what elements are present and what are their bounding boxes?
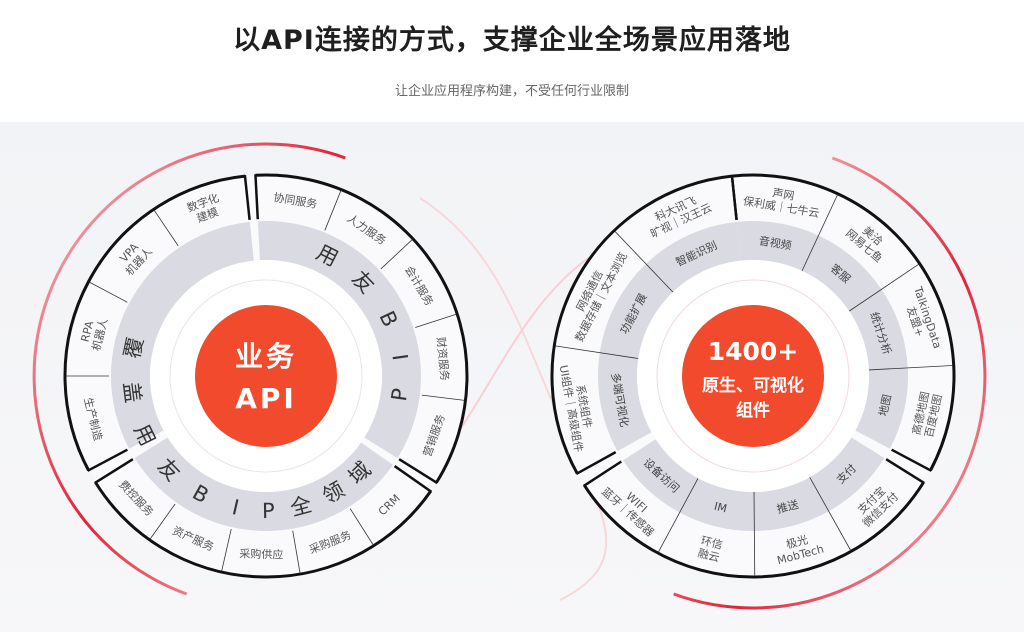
band-segment [257, 221, 421, 459]
group-border [731, 173, 956, 472]
group-edge [575, 451, 617, 476]
band-segment [598, 221, 741, 452]
group-edge [730, 174, 738, 220]
right-wheel: 声网保利威｜七牛云音视频美洽网易七鱼客服TalkingData友盟+统计分析高德… [550, 173, 956, 579]
band-label: IM [713, 500, 728, 516]
band-title-char: I [387, 352, 412, 361]
band-segment [736, 221, 908, 449]
outer-cell-text: 声网 [771, 185, 795, 202]
group-border [255, 173, 469, 484]
group-edge [243, 174, 251, 220]
group-border [550, 174, 733, 475]
outer-cell-text: 极光 [785, 532, 810, 551]
outer-cell-text: 环信 [700, 534, 724, 552]
page-subtitle: 让企业应用程序构建，不受任何行业限制 [394, 84, 629, 99]
center-text: 原生、可视化 [702, 375, 804, 396]
group-edge [398, 458, 438, 485]
cell-divider [801, 194, 838, 272]
cell-divider [657, 477, 699, 553]
cell-divider [614, 231, 674, 293]
group-border [583, 481, 925, 579]
center-circle [195, 305, 337, 447]
group-edge [393, 465, 433, 493]
thin-ring [169, 279, 363, 473]
cell-divider [848, 263, 920, 312]
band-segment [134, 437, 393, 531]
center-text: 业务 [235, 340, 297, 373]
header: 以API连接的方式，支撑企业全场景应用落地 让企业应用程序构建，不受任何行业限制 [0, 0, 1024, 122]
right-curve [673, 156, 987, 610]
band-label: 推送 [775, 497, 800, 516]
group-border [63, 174, 246, 472]
band-segment [111, 221, 254, 449]
cell-divider [809, 477, 852, 551]
cell-divider [380, 239, 413, 270]
band-label-text: 地图 [877, 393, 894, 417]
band-segment [623, 437, 885, 531]
group-edge [254, 174, 260, 220]
group-edge [87, 448, 128, 472]
group-edge [891, 448, 932, 472]
cell-divider [292, 530, 301, 574]
left-wheel: 协同服务人力服务会计服务财资服务营销服务CRM采购服务采购供应资产服务费控服务生… [63, 173, 469, 579]
slogan-char: I [230, 495, 241, 520]
cell-divider [89, 281, 128, 303]
slogan-char: 覆 [120, 335, 148, 361]
cell-divider [555, 345, 639, 359]
outer-cell-text: 财资服务 [434, 336, 452, 381]
center-count: 1400+ [708, 337, 799, 366]
cell-divider [221, 529, 232, 572]
cell-divider [349, 508, 374, 546]
center-text: 组件 [736, 400, 770, 421]
cell-divider [753, 491, 756, 576]
thin-ring [656, 279, 850, 473]
band-label: 音视频 [758, 233, 793, 252]
slogan-char: P [262, 499, 275, 523]
cell-divider [153, 209, 179, 247]
group-edge [885, 458, 925, 485]
cell-divider [149, 503, 176, 540]
outer-cell: 采购供应 [239, 546, 283, 561]
cell-divider [421, 394, 465, 401]
outer-cell-text: 采购供应 [239, 546, 283, 561]
group-border [94, 481, 432, 579]
center-circle [682, 305, 824, 447]
cell-divider [868, 365, 953, 371]
group-edge [582, 460, 623, 488]
band-label-text: 推送 [775, 497, 800, 516]
band-title-char: P [387, 387, 413, 403]
outer-cell-text: 融云 [696, 547, 720, 565]
cell-divider [415, 313, 457, 328]
page-title: 以API连接的方式，支撑企业全场景应用落地 [233, 25, 791, 56]
group-edge [94, 458, 134, 485]
band-label: 地图 [877, 393, 894, 417]
cell-divider [324, 190, 342, 231]
band-label-text: 音视频 [758, 233, 793, 252]
center-text: API [235, 382, 297, 415]
left-curve [32, 142, 346, 596]
outer-cell: 财资服务 [434, 336, 452, 381]
slogan-char: 盖 [119, 381, 145, 405]
outer-cell-text: RPA [79, 319, 97, 343]
band-label-text: IM [713, 500, 728, 516]
